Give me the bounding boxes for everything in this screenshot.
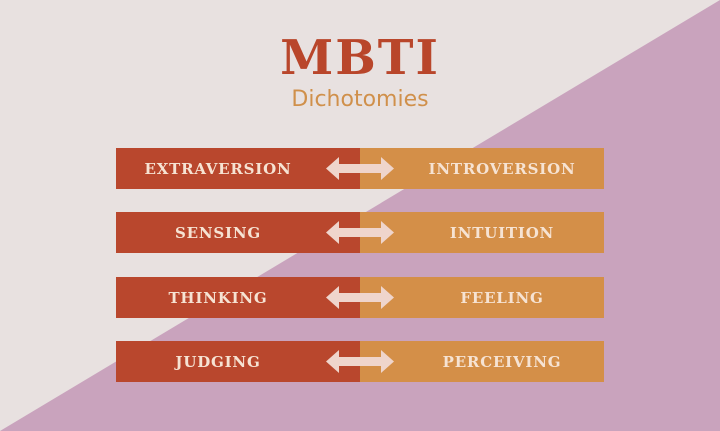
dichotomy-right-label: INTROVERSION (360, 148, 604, 189)
dichotomy-row-tf: THINKING FEELING (116, 277, 604, 318)
dichotomy-right-label: PERCEIVING (360, 341, 604, 382)
dichotomy-row-ei: EXTRAVERSION INTROVERSION (116, 148, 604, 189)
dichotomy-left-label: THINKING (116, 277, 360, 318)
dichotomy-right-label: INTUITION (360, 212, 604, 253)
double-arrow-icon (326, 286, 394, 309)
dichotomy-right-label: FEELING (360, 277, 604, 318)
page-title: MBTI (280, 30, 440, 86)
page-subtitle: Dichotomies (291, 87, 429, 112)
double-arrow-icon (326, 350, 394, 373)
dichotomy-left-label: EXTRAVERSION (116, 148, 360, 189)
dichotomy-left-label: JUDGING (116, 341, 360, 382)
double-arrow-icon (326, 157, 394, 180)
dichotomy-left-label: SENSING (116, 212, 360, 253)
dichotomy-row-jp: JUDGING PERCEIVING (116, 341, 604, 382)
double-arrow-icon (326, 221, 394, 244)
dichotomy-row-sn: SENSING INTUITION (116, 212, 604, 253)
